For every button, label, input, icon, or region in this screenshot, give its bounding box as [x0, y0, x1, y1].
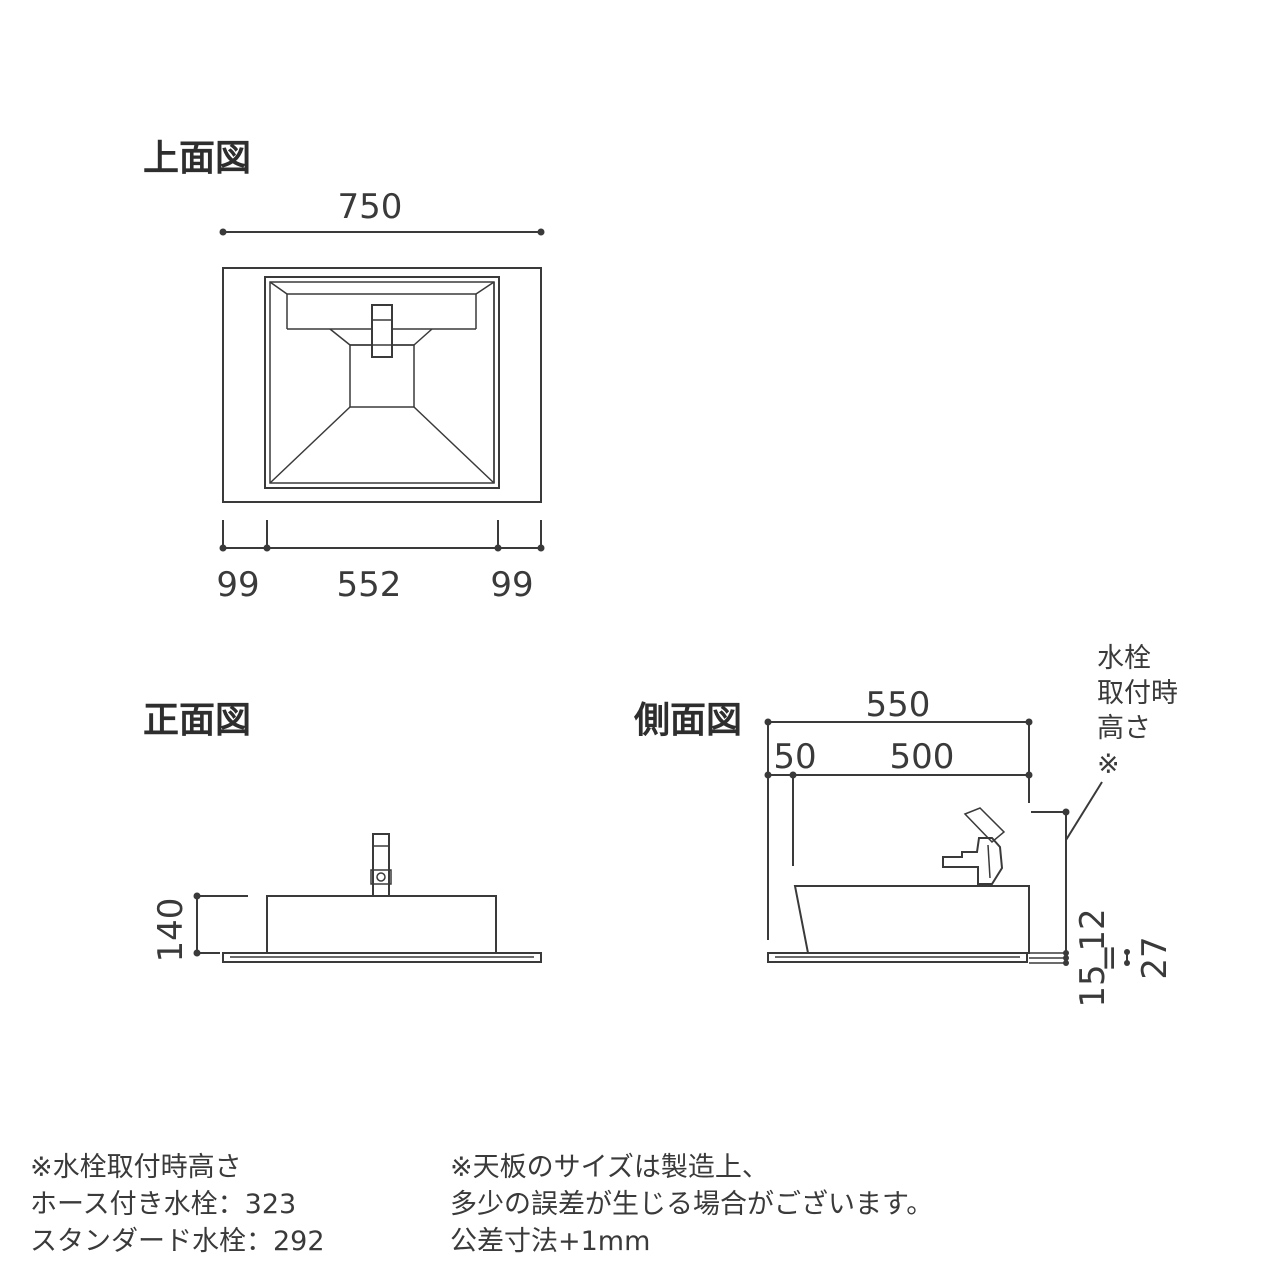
top-view-countertop	[222, 267, 542, 503]
faucet-label-line2: 取付時	[1097, 678, 1178, 709]
note-right-line3: 公差寸法+1mm	[450, 1226, 650, 1257]
dim-50-label: 50	[773, 737, 816, 777]
dim-99-right-label: 99	[490, 565, 533, 605]
dim-550-label: 550	[866, 685, 931, 725]
dim-500-label: 500	[890, 737, 955, 777]
dim-750-label: 750	[338, 187, 403, 227]
notes-right: ※天板のサイズは製造上、 多少の誤差が生じる場合がございます。 公差寸法+1mm	[450, 1152, 933, 1257]
front-view-title: 正面図	[143, 700, 251, 741]
note-right-line1: ※天板のサイズは製造上、	[450, 1152, 769, 1183]
dim-equals-label: =	[1089, 944, 1129, 973]
faucet-label-line4: ※	[1097, 749, 1120, 780]
dim-140-label: 140	[151, 898, 191, 963]
note-left-line2: ホース付き水栓：323	[30, 1189, 296, 1220]
dim-27-label: 27	[1135, 936, 1175, 979]
top-view-title: 上面図	[143, 138, 251, 179]
side-view-drawing	[767, 807, 1030, 963]
top-view-bottom-dimensions: 99 552 99	[216, 520, 545, 605]
faucet-label-line1: 水栓	[1097, 643, 1151, 674]
note-left-line1: ※水栓取付時高さ	[30, 1152, 242, 1183]
front-view-drawing: 140	[151, 833, 542, 963]
dim-552-label: 552	[337, 565, 402, 605]
dim-12-label: 12	[1073, 908, 1113, 951]
top-view-dimension-750: 750	[219, 187, 545, 236]
faucet-label-line3: 高さ	[1097, 713, 1151, 744]
dim-99-left-label: 99	[216, 565, 259, 605]
dim-15-label: 15	[1073, 964, 1113, 1007]
side-view-title: 側面図	[633, 700, 742, 741]
note-left-line3: スタンダード水栓：292	[30, 1226, 325, 1257]
note-right-line2: 多少の誤差が生じる場合がございます。	[450, 1189, 933, 1220]
faucet-height-label: 水栓 取付時 高さ ※	[1097, 643, 1178, 780]
side-view-right-dimensions: 12 15 = 27	[1029, 781, 1175, 1008]
notes-left: ※水栓取付時高さ ホース付き水栓：323 スタンダード水栓：292	[30, 1152, 325, 1257]
side-view-dimensions-top: 550 50 500	[764, 685, 1033, 940]
